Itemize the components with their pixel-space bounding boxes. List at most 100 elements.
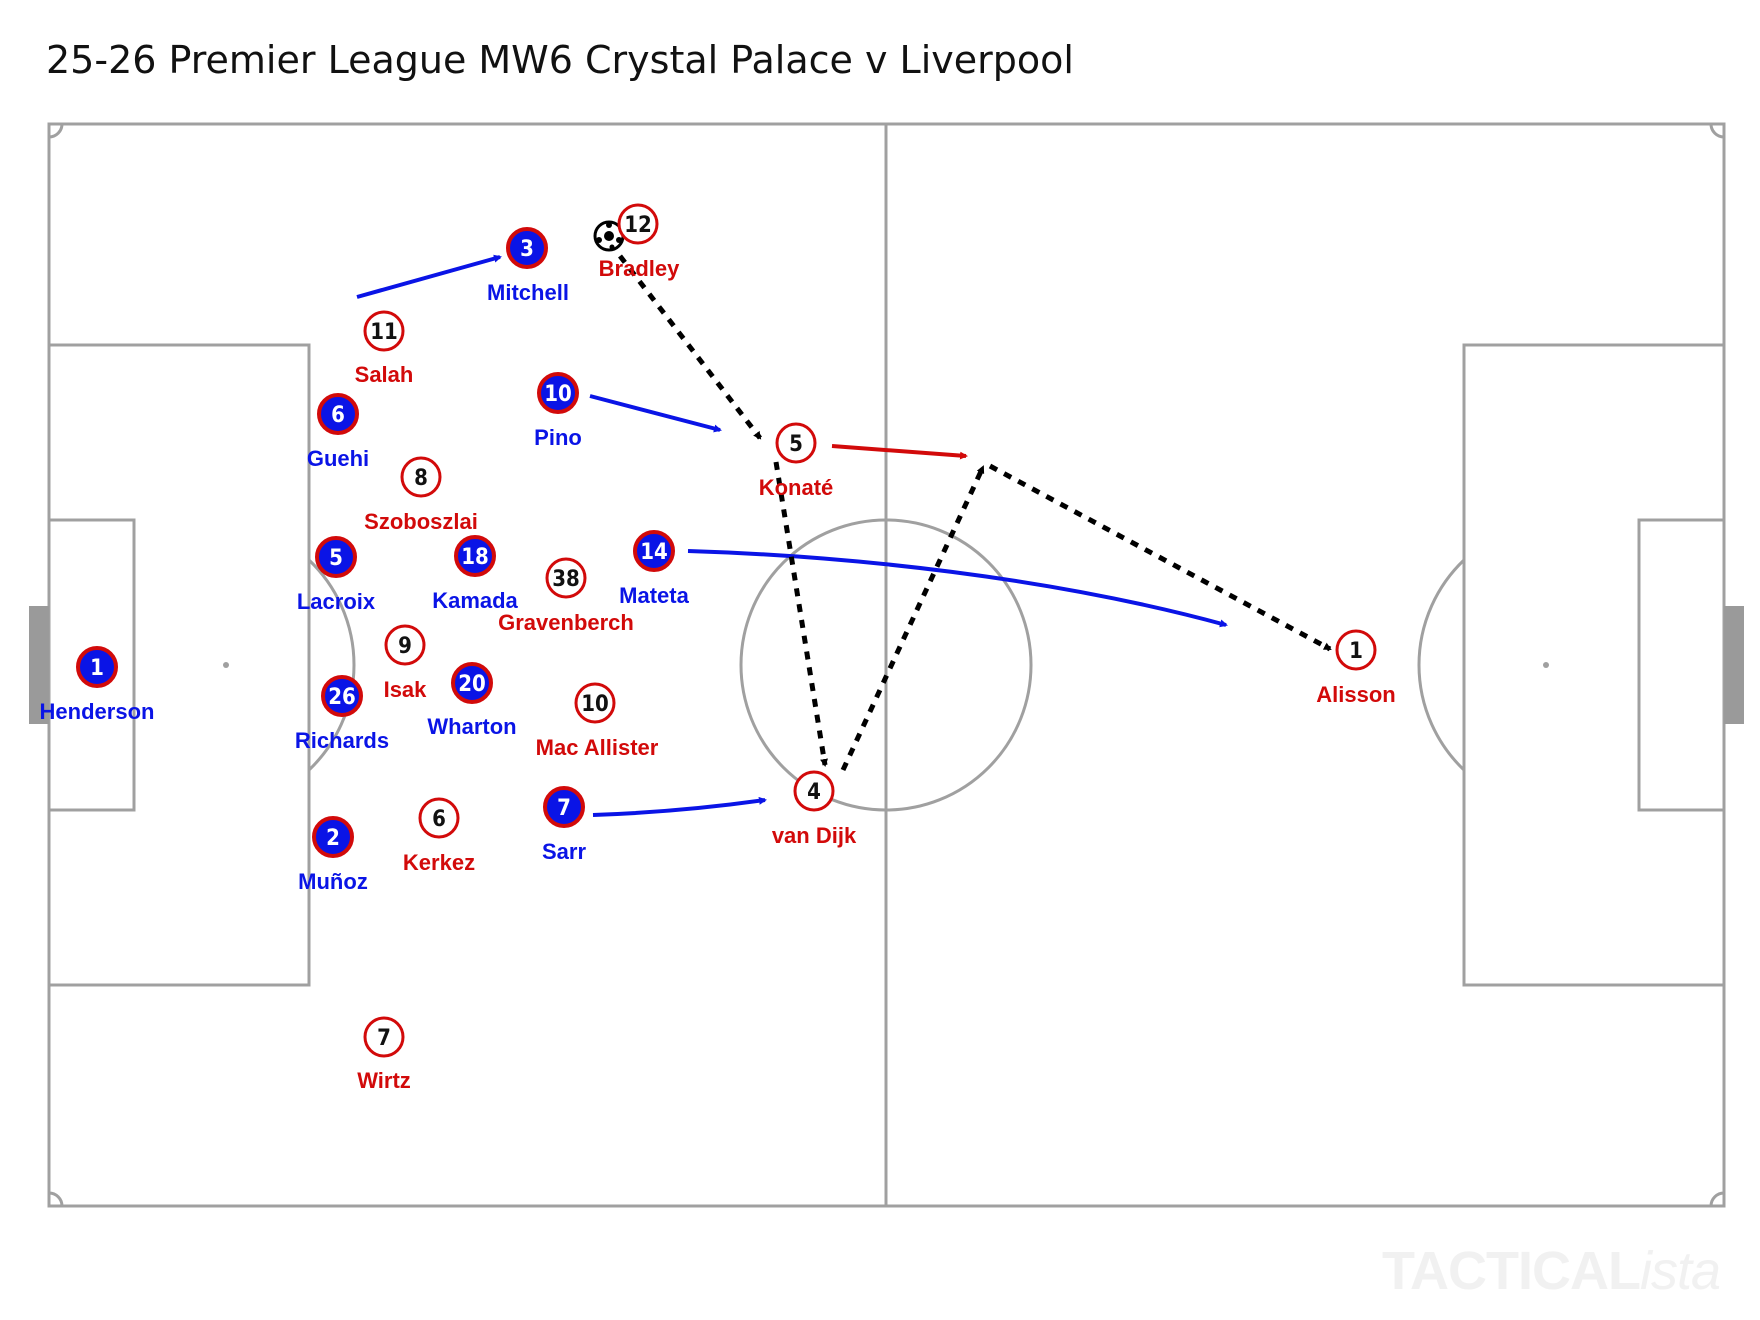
player-name: van Dijk — [772, 823, 857, 848]
player-name: Guehi — [307, 446, 369, 471]
player-name: Sarr — [542, 839, 586, 864]
pass-konate-alisson — [988, 463, 1332, 652]
player-marker — [400, 456, 442, 498]
player-marker — [315, 536, 357, 578]
player-number: 10 — [581, 692, 609, 717]
run-arrow-mateta — [687, 549, 1228, 628]
player-marker — [418, 797, 460, 839]
player-number: 2 — [326, 826, 340, 851]
player-number: 12 — [624, 213, 652, 238]
page-title: 25-26 Premier League MW6 Crystal Palace … — [46, 38, 1074, 82]
pass-bradley-konate — [618, 254, 762, 440]
player-number: 1 — [1349, 639, 1363, 664]
pass-lines — [618, 254, 1332, 772]
player-number: 7 — [557, 796, 571, 821]
player-marker — [574, 682, 616, 724]
player-marker — [1335, 629, 1377, 671]
player-marker — [363, 310, 405, 352]
right-goal — [1724, 606, 1744, 724]
player-name: Lacroix — [297, 589, 376, 614]
run-arrow-pino — [589, 394, 722, 433]
player-number: 5 — [329, 546, 343, 571]
run-arrows — [356, 254, 1228, 817]
player-marker — [454, 535, 496, 577]
player-name: Kerkez — [403, 850, 475, 875]
player-number: 11 — [370, 320, 398, 345]
player-marker — [363, 1016, 405, 1058]
player-name: Mateta — [619, 583, 689, 608]
player-number: 3 — [520, 237, 534, 262]
pass-konate-vandijk — [773, 461, 828, 767]
run-arrow-konate — [831, 444, 968, 460]
player-name: Salah — [355, 362, 414, 387]
run-arrow-sarr — [592, 796, 767, 817]
player-number: 18 — [461, 545, 489, 570]
player-name: Gravenberch — [498, 610, 634, 635]
player-marker — [633, 530, 675, 572]
player-name: Pino — [534, 425, 582, 450]
player-marker — [543, 786, 585, 828]
watermark: TACTICALista — [1382, 1241, 1721, 1301]
player-name: Mac Allister — [536, 735, 659, 760]
player-number: 20 — [458, 672, 486, 697]
player-marker — [321, 675, 363, 717]
player-number: 6 — [331, 403, 345, 428]
player-name: Mitchell — [487, 280, 569, 305]
player-number: 1 — [90, 656, 104, 681]
player-number: 6 — [432, 807, 446, 832]
player-name: Alisson — [1316, 682, 1395, 707]
player-name: Szoboszlai — [364, 509, 478, 534]
player-name: Richards — [295, 728, 389, 753]
player-name: Henderson — [40, 699, 155, 724]
away-player-van-dijk: 4 van Dijk — [772, 770, 857, 848]
player-marker — [451, 662, 493, 704]
player-name: Wharton — [427, 714, 516, 739]
player-name: Konaté — [759, 475, 834, 500]
player-marker — [384, 624, 426, 666]
player-marker — [317, 393, 359, 435]
player-marker — [775, 422, 817, 464]
player-name: Muñoz — [298, 869, 368, 894]
player-marker — [617, 203, 659, 245]
football-icon — [593, 220, 625, 252]
left-goal — [29, 606, 49, 724]
player-number: 5 — [789, 432, 803, 457]
player-marker — [76, 646, 118, 688]
player-number: 14 — [640, 540, 668, 565]
player-name: Wirtz — [357, 1068, 411, 1093]
player-number: 4 — [807, 780, 821, 805]
pass-vandijk-konate — [840, 465, 986, 772]
player-marker — [506, 227, 548, 269]
player-marker — [793, 770, 835, 812]
player-number: 26 — [328, 685, 356, 710]
player-number: 9 — [398, 634, 412, 659]
player-number: 38 — [552, 567, 580, 592]
run-arrow-mitchell — [356, 254, 502, 299]
player-number: 7 — [377, 1026, 391, 1051]
player-name: Kamada — [432, 588, 518, 613]
player-name: Isak — [384, 677, 428, 702]
player-marker — [312, 816, 354, 858]
